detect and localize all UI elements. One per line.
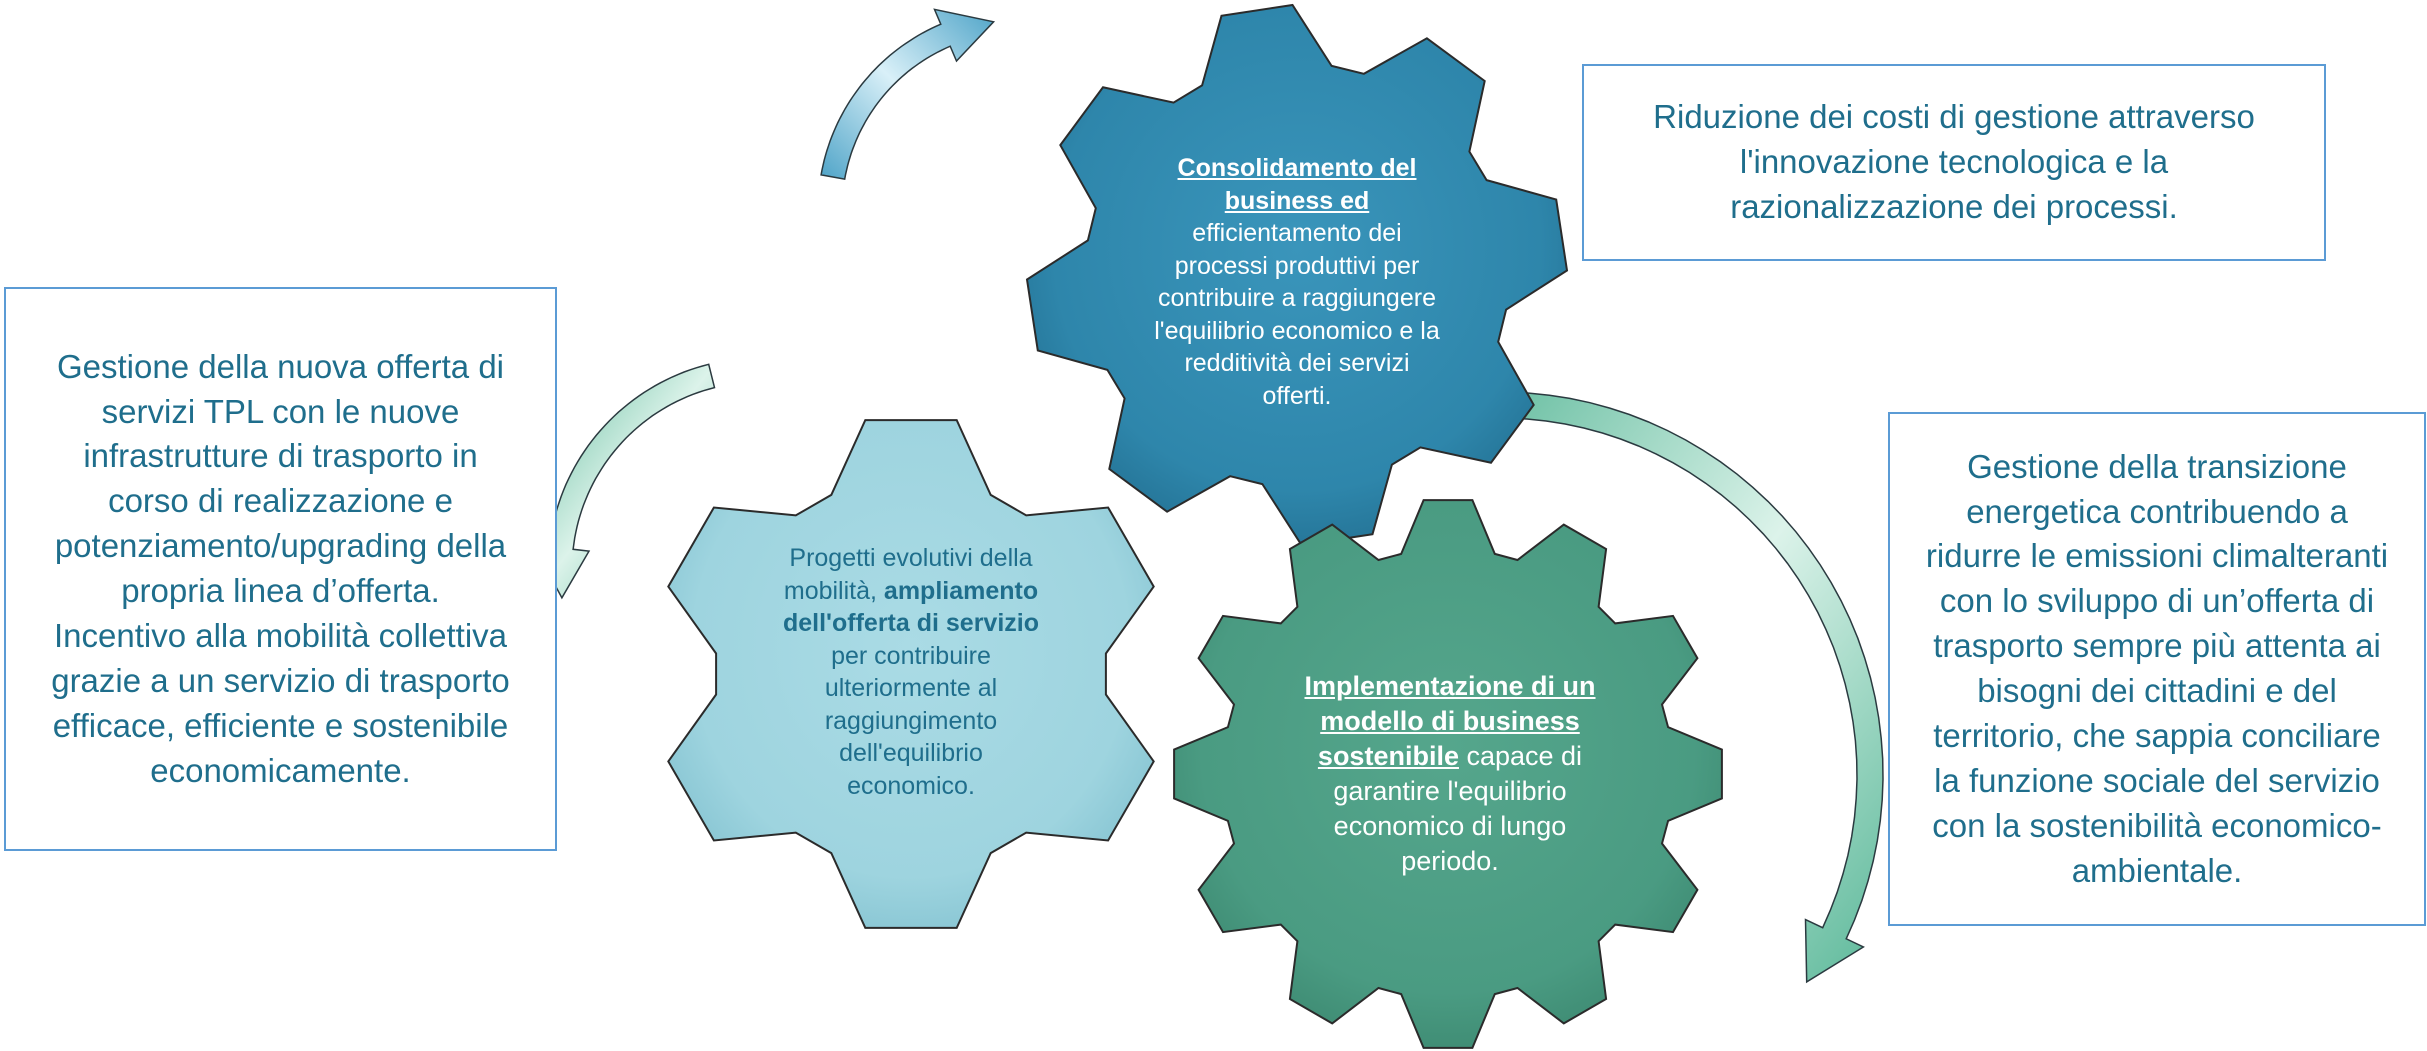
box-transizione-energetica-line-6: bisogni dei cittadini e del bbox=[1977, 672, 2337, 709]
gear-bottom-line3-rest: capace di bbox=[1458, 741, 1583, 772]
curved-arrow-top-icon bbox=[820, 8, 996, 180]
gear-bottom-rest-line-3: periodo. bbox=[1401, 846, 1499, 877]
box-riduzione-costi: Riduzione dei costi di gestione attraver… bbox=[1582, 64, 2326, 261]
gear-bottom-shape bbox=[1173, 499, 1723, 1049]
box-offerta-tpl-line-9: efficace, efficiente e sostenibile bbox=[52, 706, 509, 744]
gear-left-text: Progetti evolutivi della mobilità, ampli… bbox=[736, 542, 1086, 802]
box-transizione-energetica-line-8: la funzione sociale del servizio bbox=[1934, 761, 2380, 799]
gear-top-title-line1: Consolidamento del bbox=[1177, 154, 1417, 182]
gear-bottom-title-line1: Implementazione di un bbox=[1304, 671, 1596, 701]
box-offerta-tpl-line-2: servizi TPL con le nuove bbox=[101, 392, 460, 430]
box-offerta-tpl-line-8: grazie a un servizio di trasporto bbox=[51, 661, 510, 699]
gear-top-title: Consolidamento del business ed bbox=[1097, 152, 1497, 217]
gear-left-rest-line-1: per contribuire bbox=[831, 641, 991, 670]
gear-bottom-rest: garantire l'equilibrio economico di lungo… bbox=[1255, 774, 1645, 879]
box-transizione-energetica-line-5: trasporto sempre più attenta ai bbox=[1933, 627, 2381, 665]
gear-top-body-line-1: efficientamento dei bbox=[1192, 219, 1402, 247]
box-transizione-energetica-line-2: energetica contribuendo a bbox=[1966, 492, 2348, 530]
box-riduzione-costi-line-1: Riduzione dei costi di gestione attraver… bbox=[1653, 98, 2255, 136]
box-transizione-energetica: Gestione della transizione energetica con… bbox=[1888, 412, 2426, 926]
curved-arrow-right-icon bbox=[1445, 391, 1884, 984]
gear-left-line3-bold: dell'offerta di servizio bbox=[782, 609, 1039, 637]
gear-top-body: efficientamento dei processi produttivi p… bbox=[1097, 217, 1497, 412]
gear-top-body-line-2: processi produttivi per bbox=[1174, 251, 1420, 280]
gear-left-rest-line-5: economico. bbox=[847, 771, 975, 800]
gear-top-body-line-3: contribuire a raggiungere bbox=[1158, 284, 1436, 312]
box-offerta-tpl-line-7: Incentivo alla mobilità collettiva bbox=[53, 616, 508, 654]
box-riduzione-costi-line-3: razionalizzazione dei processi. bbox=[1730, 187, 2178, 225]
box-offerta-tpl-line-4: corso di realizzazione e bbox=[108, 482, 453, 520]
gear-left-rest: per contribuire ulteriormente al raggiungi… bbox=[736, 640, 1086, 803]
box-transizione-energetica-line-7: territorio, che sappia conciliare bbox=[1933, 716, 2381, 754]
box-offerta-tpl: Gestione della nuova offerta di servizi T… bbox=[4, 287, 557, 851]
box-transizione-energetica-line-3: ridurre le emissioni climalteranti bbox=[1925, 537, 2389, 575]
gear-top-shape bbox=[1025, 3, 1569, 547]
box-offerta-tpl-line-10: economicamente. bbox=[150, 751, 411, 789]
gear-top-body-line-6: offerti. bbox=[1262, 381, 1332, 410]
gear-bottom-rest-line-1: garantire l'equilibrio bbox=[1333, 776, 1567, 807]
box-riduzione-costi-text: Riduzione dei costi di gestione attraver… bbox=[1653, 95, 2255, 230]
gear-top-body-line-5: redditività dei servizi bbox=[1184, 349, 1410, 377]
box-transizione-energetica-line-4: con lo sviluppo di un’offerta di bbox=[1939, 582, 2375, 620]
box-transizione-energetica-text: Gestione della transizione energetica con… bbox=[1926, 445, 2388, 894]
box-riduzione-costi-line-2: l'innovazione tecnologica e la bbox=[1739, 143, 2169, 181]
gear-bottom-rest-line-2: economico di lungo bbox=[1333, 811, 1567, 842]
box-offerta-tpl-line-1: Gestione della nuova offerta di bbox=[56, 347, 505, 385]
gear-left-line2-plain: mobilità, bbox=[783, 576, 884, 605]
gear-left-line1: Progetti evolutivi della bbox=[789, 544, 1033, 572]
box-offerta-tpl-line-6: propria linea d’offerta. bbox=[121, 572, 440, 609]
gear-top-text: Consolidamento del business ed efficient… bbox=[1097, 152, 1497, 412]
box-transizione-energetica-line-10: ambientale. bbox=[2071, 851, 2243, 889]
box-transizione-energetica-line-9: con la sostenibilità economico- bbox=[1932, 806, 2382, 844]
gear-top-body-line-4: l'equilibrio economico e la bbox=[1154, 316, 1440, 345]
box-transizione-energetica-line-1: Gestione della transizione bbox=[1967, 447, 2347, 485]
box-offerta-tpl-text: Gestione della nuova offerta di servizi T… bbox=[51, 345, 510, 794]
gear-left-shape bbox=[667, 419, 1155, 929]
gear-top-title-line2: business ed bbox=[1224, 186, 1370, 215]
gear-bottom-title-line3: sostenibile bbox=[1317, 741, 1459, 772]
gear-bottom-title-line2: modello di business bbox=[1320, 706, 1580, 737]
gear-left-rest-line-4: dell'equilibrio bbox=[839, 739, 983, 767]
gear-left-rest-line-2: ulteriormente al bbox=[824, 674, 998, 702]
gear-left-rest-line-3: raggiungimento bbox=[824, 706, 998, 735]
gear-left-line2-bold: ampliamento bbox=[883, 576, 1039, 605]
gear-bottom-text: Implementazione di un modello di busines… bbox=[1255, 669, 1645, 880]
box-offerta-tpl-line-3: infrastrutture di trasporto in bbox=[83, 437, 478, 475]
box-offerta-tpl-line-5: potenziamento/upgrading della bbox=[54, 527, 507, 565]
